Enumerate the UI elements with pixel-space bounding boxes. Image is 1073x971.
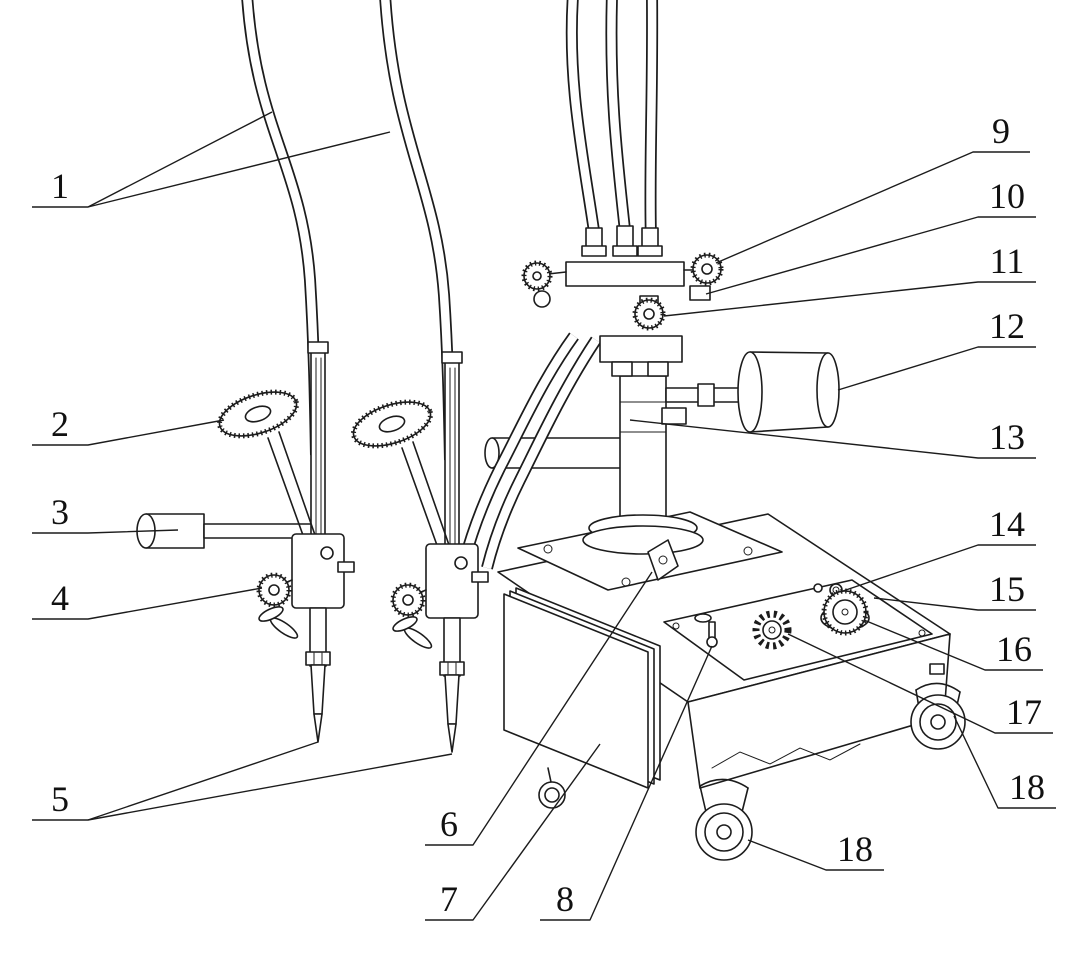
callout-16-leader xyxy=(863,619,1043,671)
callout-14-leader xyxy=(839,544,1036,593)
callout-18-label: 18 xyxy=(1009,767,1045,807)
callout-1-leader-b xyxy=(87,131,391,208)
callout-9-label: 9 xyxy=(992,111,1010,151)
callouts: 1 2 3 4 5 6 7 8 9 10 11 12 13 14 15 16 1… xyxy=(32,111,1056,921)
callout-9-leader xyxy=(715,151,1030,264)
callout-3-leader xyxy=(32,529,179,534)
callout-13-leader xyxy=(629,419,1036,459)
callout-17-label: 17 xyxy=(1006,692,1042,732)
callout-10-leader xyxy=(705,216,1036,295)
column-flange xyxy=(582,514,704,555)
callout-15-label: 15 xyxy=(989,569,1025,609)
callout-10-label: 10 xyxy=(989,176,1025,216)
callout-18b-leader xyxy=(747,839,884,871)
callout-13-label: 13 xyxy=(989,417,1025,457)
callout-5-leader xyxy=(32,741,319,821)
callout-15-leader xyxy=(873,597,1036,611)
plate-stack xyxy=(503,587,661,789)
rear-wheel xyxy=(910,663,966,750)
speed-knob xyxy=(820,588,870,636)
support-column-group xyxy=(484,351,840,581)
callout-17-leader xyxy=(787,633,1053,734)
callout-7-leader xyxy=(425,743,601,921)
callout-14-label: 14 xyxy=(989,504,1025,544)
callout-5-leader-b xyxy=(87,753,453,821)
left-valve-handwheel xyxy=(521,260,567,308)
gear-knob xyxy=(752,610,792,650)
support-column xyxy=(619,375,667,529)
callout-8-label: 8 xyxy=(556,879,574,919)
callout-5-label: 5 xyxy=(51,779,69,819)
callout-4-label: 4 xyxy=(51,578,69,618)
control-panel xyxy=(663,579,933,681)
callout-12-leader xyxy=(837,346,1036,391)
callout-8-leader xyxy=(540,645,713,921)
valve-manifold xyxy=(521,225,724,377)
callout-6-leader xyxy=(425,571,653,846)
callout-1-label: 1 xyxy=(51,166,69,206)
callout-11-leader xyxy=(663,281,1036,317)
callout-7-label: 7 xyxy=(440,879,458,919)
torch-assembly-left xyxy=(136,342,354,742)
callout-18b-label: 18 xyxy=(837,829,873,869)
left-support-wheel xyxy=(538,767,566,809)
torch-assembly-right xyxy=(348,352,488,752)
panel-lever xyxy=(694,613,718,648)
break-line xyxy=(711,743,861,769)
callout-3-label: 3 xyxy=(51,492,69,532)
callout-6-label: 6 xyxy=(440,804,458,844)
callout-16-label: 16 xyxy=(996,629,1032,669)
callout-11-label: 11 xyxy=(990,241,1025,281)
counterweight-cylinder xyxy=(737,351,840,433)
callout-18-leader xyxy=(953,715,1056,809)
front-wheel xyxy=(695,778,753,861)
machine-body xyxy=(497,511,966,861)
clamp-bracket xyxy=(647,539,679,581)
callout-12-label: 12 xyxy=(989,306,1025,346)
callout-2-label: 2 xyxy=(51,404,69,444)
callout-2-leader xyxy=(32,419,225,446)
callout-4-leader xyxy=(32,587,263,620)
center-adjust-knob xyxy=(632,295,666,331)
right-valve-handwheel xyxy=(683,252,724,301)
